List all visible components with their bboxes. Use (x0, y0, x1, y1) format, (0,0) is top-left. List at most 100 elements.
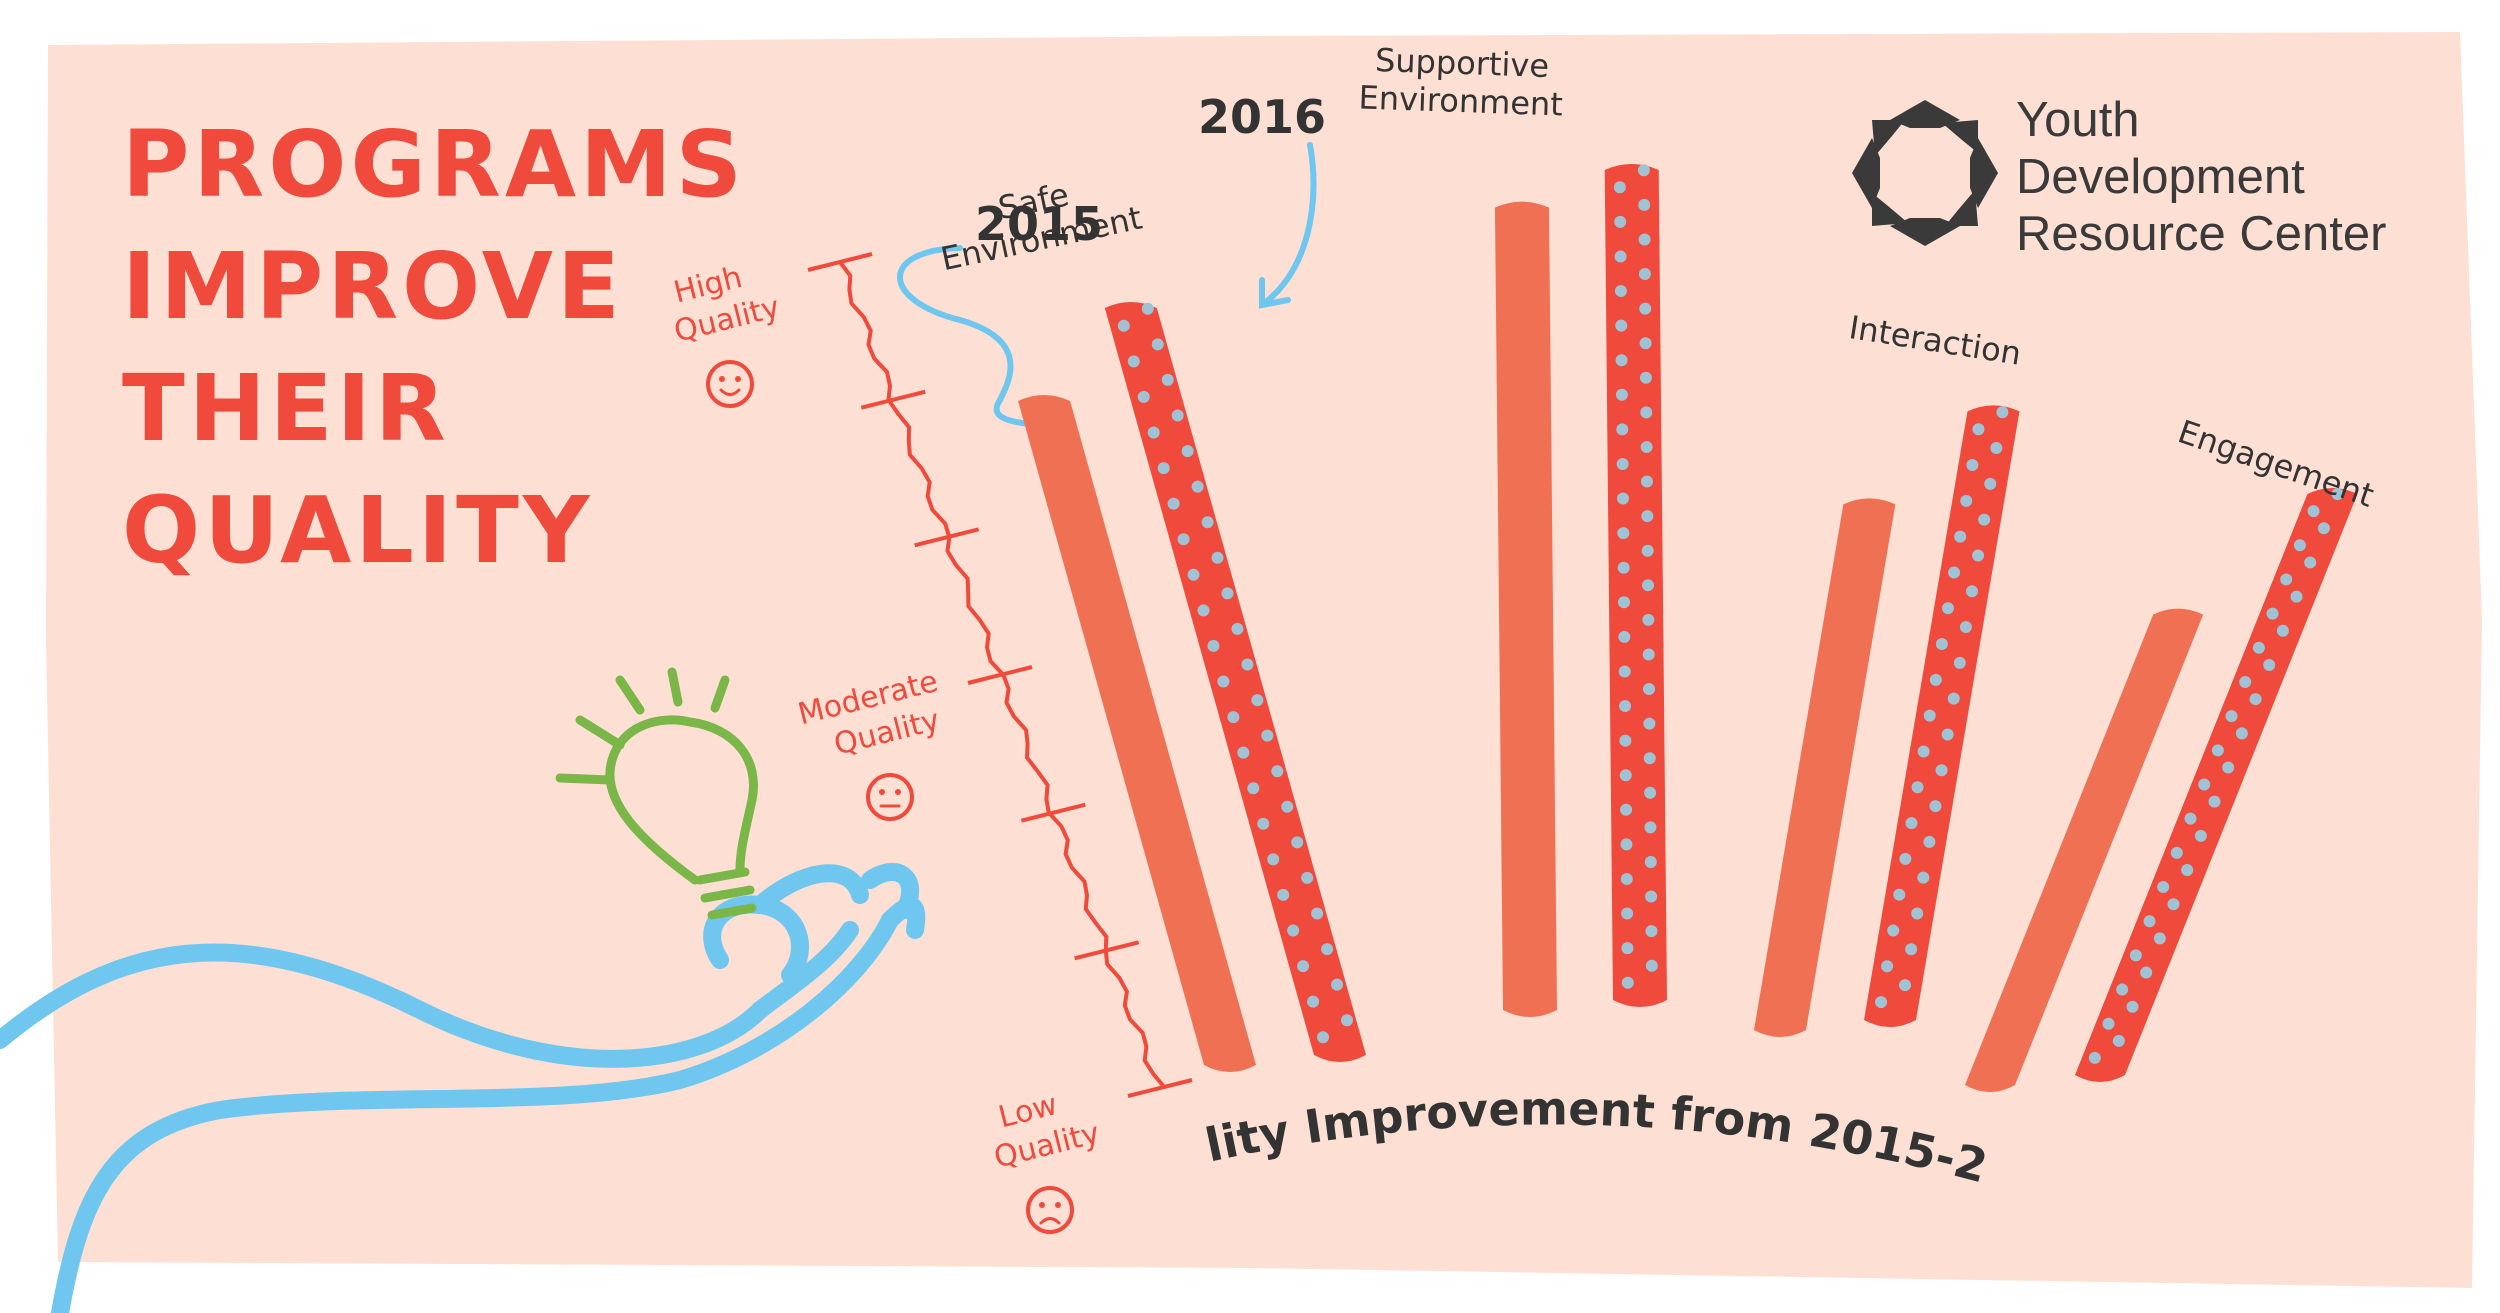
bar-dot (2304, 556, 2317, 569)
bar-dot (2167, 898, 2180, 911)
bar-dot (1181, 445, 1194, 458)
scale-tick (967, 665, 1033, 685)
bar-dot (1644, 855, 1657, 868)
bar-dot (1929, 800, 1942, 813)
headline: PROGRAMS IMPROVE THEIR QUALITY (122, 104, 746, 592)
bar-dot (2249, 693, 2262, 706)
legend-2016: 2016 (1198, 90, 1326, 144)
octagon-petal-icon (1852, 100, 1998, 246)
legend-2015: 2015 (975, 197, 1103, 251)
bar-dot (2153, 932, 2166, 945)
bar-dot (1640, 406, 1653, 419)
bar-dot (1620, 803, 1633, 816)
bar-dot (1978, 513, 1991, 526)
bar-dot (1953, 656, 1966, 669)
bar-dot (1905, 817, 1918, 830)
bar-dot (2235, 727, 2248, 740)
bar-dot (1639, 337, 1652, 350)
bar-dot (2194, 829, 2207, 842)
bar-dot (2116, 983, 2129, 996)
face-eye (1055, 1202, 1061, 1208)
bar-dot (1941, 728, 1954, 741)
bar-2015-1 (1494, 201, 1557, 1017)
bar-dot (1251, 694, 1264, 707)
bar-dot (1644, 821, 1657, 834)
bar-dot (1177, 533, 1190, 546)
bar-2015-3 (1965, 608, 2204, 1092)
arrow-2015 (897, 245, 1063, 428)
bar-dot (1267, 853, 1280, 866)
face-eye (719, 376, 725, 382)
bar-dot (1237, 746, 1250, 759)
bar-dot (1277, 888, 1290, 901)
bar-dot (1241, 658, 1254, 671)
bar-dot (2129, 949, 2142, 962)
bar-dot (1948, 566, 1961, 579)
bar-dot (1614, 285, 1627, 298)
bar-dot (1167, 497, 1180, 510)
callout-arrows (897, 142, 1317, 435)
bar-dot (1301, 871, 1314, 884)
bar-dot (1137, 390, 1150, 403)
bar-dot (1996, 406, 2009, 419)
bar-dot (2170, 846, 2183, 859)
bar-dot (1639, 371, 1652, 384)
bar-dot (1935, 638, 1948, 651)
bar-dot (2157, 881, 2170, 894)
bar-dot (1621, 942, 1634, 955)
bar-dot (1618, 630, 1631, 643)
bar-dot (1321, 943, 1334, 956)
logo-line-1: Youth (2016, 93, 2140, 147)
bar-dot (1642, 648, 1655, 661)
bar-dot (1875, 996, 1888, 1009)
face-mouth (1039, 1217, 1061, 1225)
category-label-2: Interaction (1846, 308, 2023, 373)
neutral-face-icon (866, 773, 914, 821)
bar-dot (1638, 233, 1651, 246)
bar-dot (1141, 302, 1154, 315)
bar-dot (1621, 976, 1634, 989)
bar-dot (1640, 475, 1653, 488)
bar-dot (1984, 477, 1997, 490)
bar-dot (1641, 544, 1654, 557)
bar-dot (2198, 778, 2211, 791)
bar-dot (1893, 888, 1906, 901)
face-outline (866, 773, 914, 821)
bar-dot (2307, 505, 2320, 518)
bar-dot (2102, 1017, 2115, 1030)
bar-dot (1959, 621, 1972, 634)
bar-2015-0 (1018, 395, 1256, 1072)
scale-tick (914, 527, 980, 548)
bar-dot (1617, 527, 1630, 540)
bar-dot (1618, 596, 1631, 609)
bar-dot (1191, 480, 1204, 493)
bar-dot (2290, 590, 2303, 603)
bar-dot (1197, 604, 1210, 617)
bar-2016-0 (1104, 302, 1366, 1062)
face-mouth (719, 388, 741, 396)
headline-line-2: IMPROVE (122, 233, 624, 340)
bar-dot (1615, 319, 1628, 332)
bar-dot (1881, 960, 1894, 973)
bar-dot (1157, 462, 1170, 475)
bar-dot (1645, 890, 1658, 903)
bar-dot (1954, 530, 1967, 543)
bar-dot (1619, 769, 1632, 782)
bar-dot (1127, 355, 1140, 368)
bar-dot (2143, 915, 2156, 928)
bar-dot (1965, 585, 1978, 598)
bar-dot (1287, 924, 1300, 937)
bar-dot (1614, 215, 1627, 228)
bar-dot (1618, 665, 1631, 678)
bar-dots-3 (2088, 488, 2344, 1064)
bar-dot (1217, 675, 1230, 688)
bar-dot (2263, 658, 2276, 671)
bar-dot (2293, 539, 2306, 552)
bar-dot (1637, 164, 1650, 177)
bar-dot (1644, 786, 1657, 799)
bar-dot (2280, 573, 2293, 586)
bar-dot (1966, 459, 1979, 472)
bar-dot (2088, 1051, 2101, 1064)
bar-dot (1341, 1014, 1354, 1027)
